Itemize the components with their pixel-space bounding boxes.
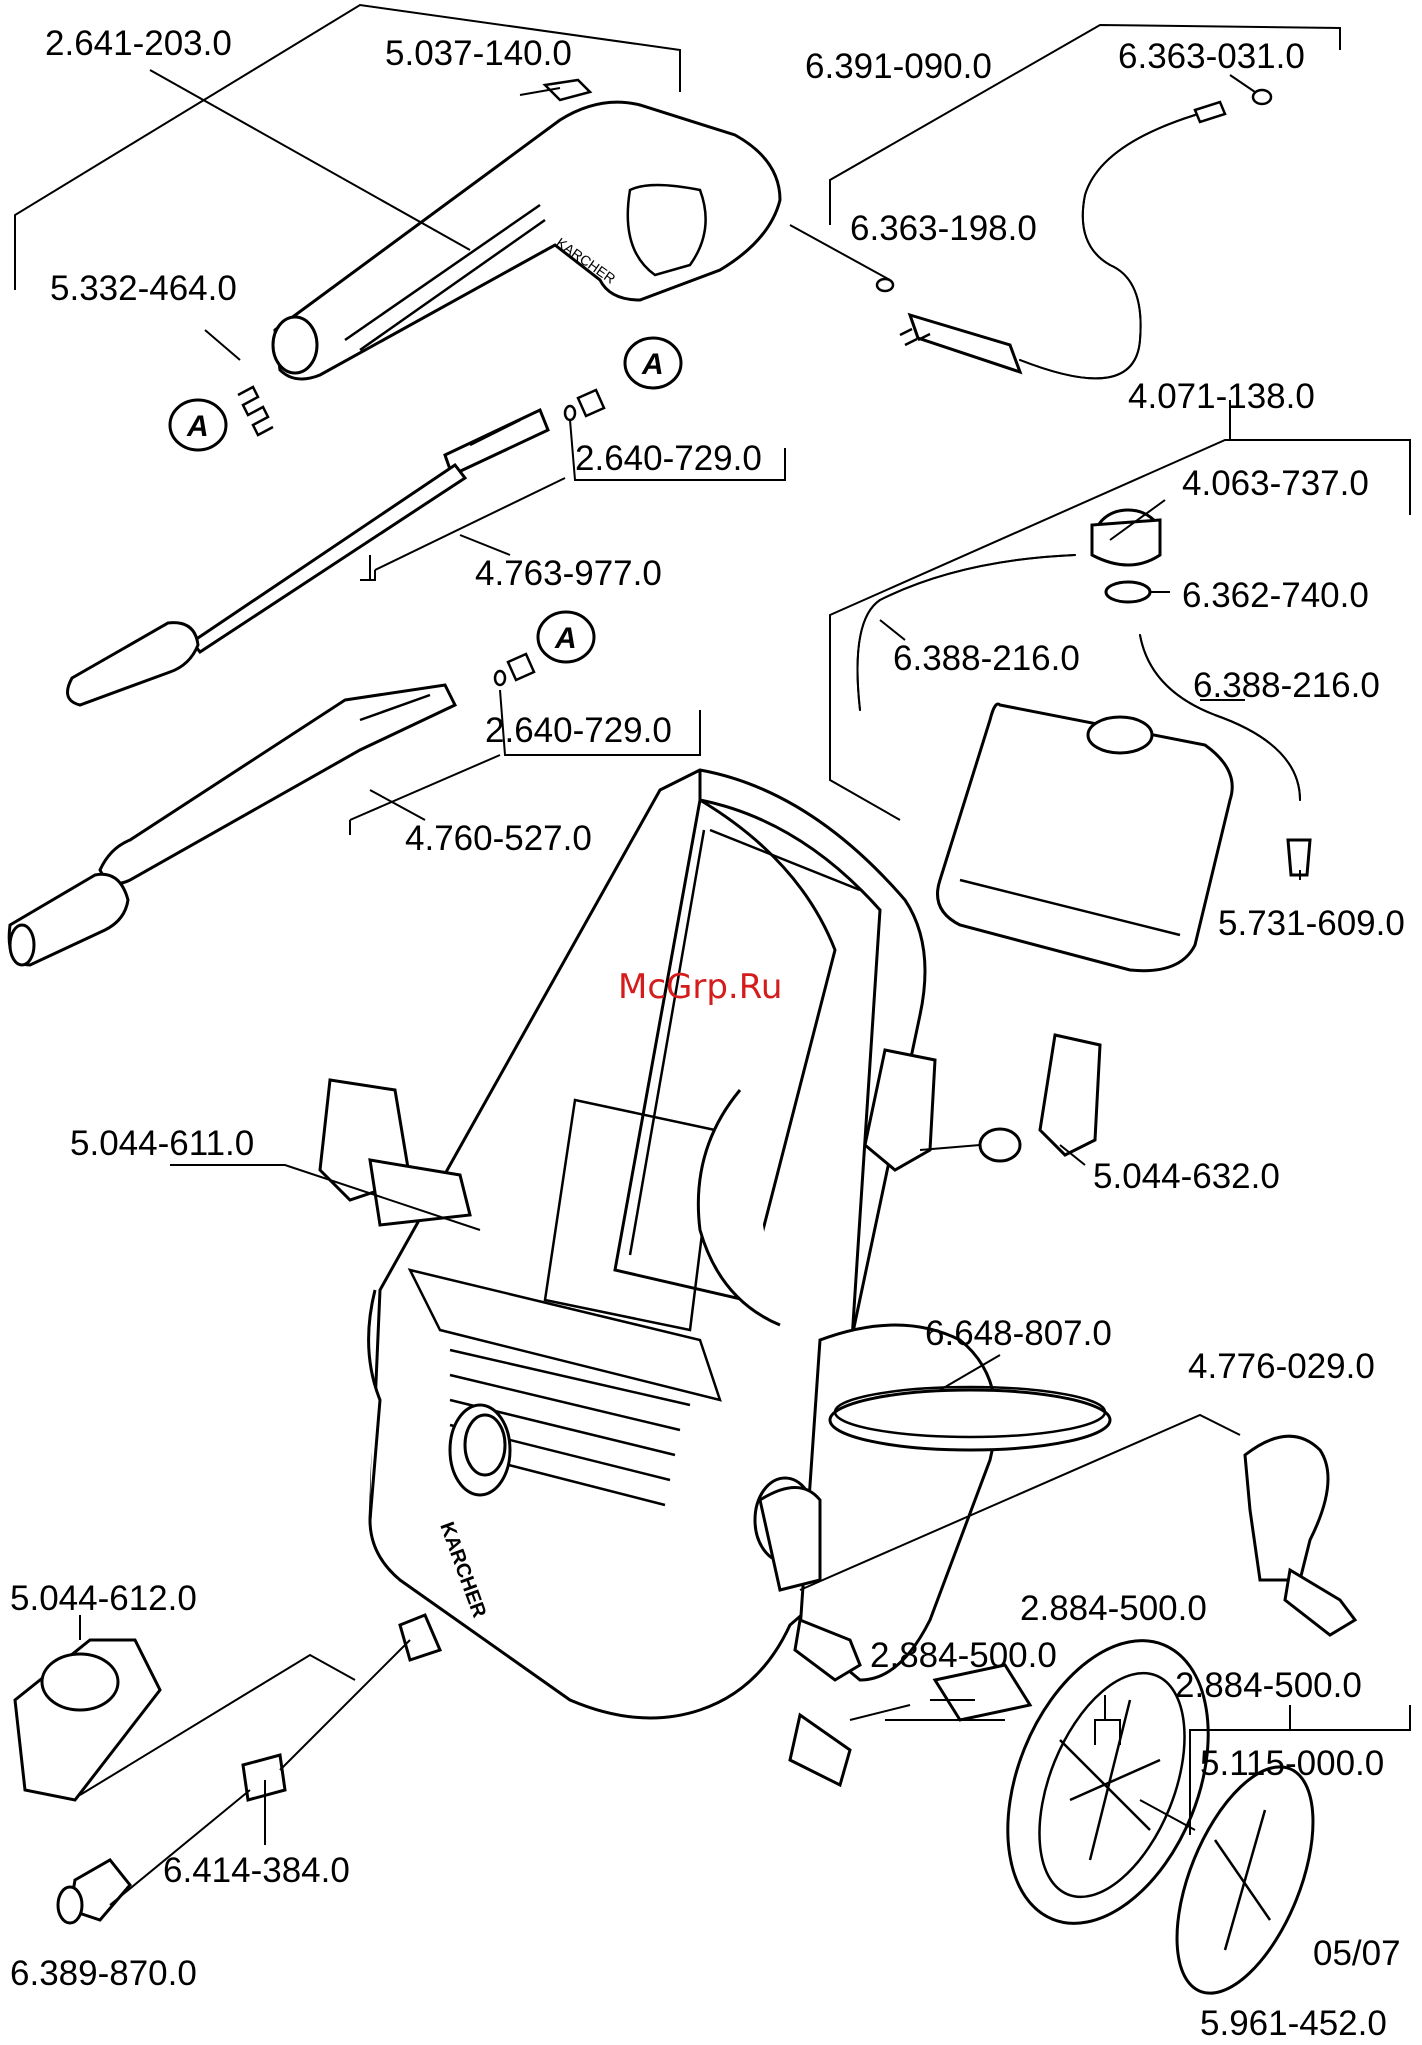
leader-lines (14, 3, 1411, 1906)
label-date: 05/07 (1313, 1934, 1401, 1973)
hose-reel (798, 1323, 1112, 1682)
crank-handle (758, 1434, 1358, 1682)
label-4063-737: 4.063-737.0 (1182, 464, 1369, 503)
callout-a-badge: A (168, 398, 228, 452)
detergent-tank (856, 508, 1312, 973)
label-2640-729-upper: 2.640-729.0 (575, 439, 762, 478)
label-6648-807: 6.648-807.0 (925, 1314, 1112, 1353)
label-5037-140: 5.037-140.0 (385, 34, 572, 73)
high-pressure-hose (875, 88, 1273, 380)
svg-text:A: A (641, 348, 664, 381)
holder-5044-632 (863, 1033, 1102, 1172)
label-6389-870: 6.389-870.0 (10, 1954, 197, 1993)
spray-gun: KARCHER (271, 78, 782, 381)
label-2884-500-mid: 2.884-500.0 (1020, 1589, 1207, 1628)
wheel-assembly (932, 1639, 1315, 1995)
label-5115-000: 5.115-000.0 (1200, 1744, 1384, 1783)
label-document-number: 5.961-452.0 (1200, 2004, 1387, 2043)
lance-4760 (7, 683, 458, 967)
label-4763-977: 4.763-977.0 (475, 554, 662, 593)
label-5731-609: 5.731-609.0 (1218, 904, 1405, 943)
svg-text:A: A (186, 410, 209, 443)
label-2640-729-lower: 2.640-729.0 (485, 711, 672, 750)
label-5044-611: 5.044-611.0 (70, 1124, 254, 1163)
label-2641-203: 2.641-203.0 (45, 24, 232, 63)
svg-text:A: A (554, 622, 577, 655)
spring (237, 385, 274, 437)
watermark: McGrp.Ru (618, 967, 782, 1007)
label-6388-216-right: 6.388-216.0 (1193, 666, 1380, 705)
holder-5044-612 (13, 1638, 162, 1802)
lance-4763 (66, 407, 550, 707)
label-5332-464: 5.332-464.0 (50, 269, 237, 308)
hose-couplings (56, 1613, 443, 1925)
callout-a-badge: A (623, 336, 683, 390)
holder-5044-611 (318, 1078, 472, 1227)
part-labels: 2.641-203.0 5.037-140.0 5.332-464.0 2.64… (10, 24, 1405, 2043)
label-6388-216-left: 6.388-216.0 (893, 639, 1080, 678)
label-6391-090: 6.391-090.0 (805, 47, 992, 86)
label-4071-138: 4.071-138.0 (1128, 377, 1315, 416)
label-5044-632: 5.044-632.0 (1093, 1157, 1280, 1196)
label-6362-740: 6.362-740.0 (1182, 576, 1369, 615)
label-6363-031: 6.363-031.0 (1118, 37, 1305, 76)
label-4760-527: 4.760-527.0 (405, 819, 592, 858)
nozzle-parts (493, 388, 606, 687)
label-6363-198: 6.363-198.0 (850, 209, 1037, 248)
label-4776-029: 4.776-029.0 (1188, 1347, 1375, 1386)
callout-a-badge: A (536, 610, 596, 664)
label-2884-500-left: 2.884-500.0 (870, 1636, 1057, 1675)
label-6414-384: 6.414-384.0 (163, 1851, 350, 1890)
label-2884-500-right: 2.884-500.0 (1175, 1666, 1362, 1705)
label-5044-612: 5.044-612.0 (10, 1579, 197, 1618)
